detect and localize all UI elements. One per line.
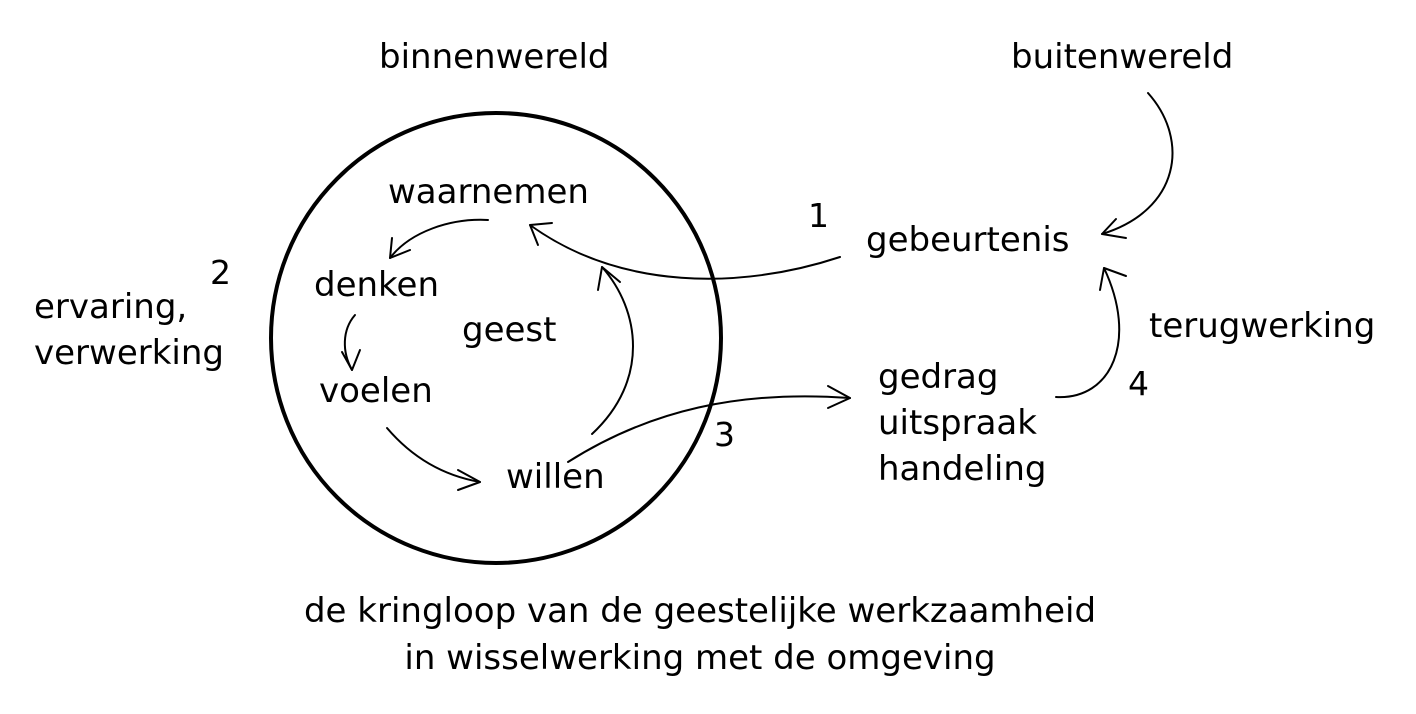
label-verwerking: verwerking (34, 333, 224, 373)
label-gebeurtenis: gebeurtenis (866, 220, 1070, 260)
caption-line-1: de kringloop van de geestelijke werkzaam… (304, 591, 1096, 631)
arrow-gedrag-to-gebeurtenis (1055, 267, 1127, 399)
label-voelen: voelen (319, 371, 433, 411)
step-number-1: 1 (808, 196, 829, 235)
arrow-voelen-to-willen (386, 427, 481, 491)
arrow-willen-to-gedrag (567, 385, 851, 463)
label-willen: willen (506, 457, 605, 497)
step-number-3: 3 (714, 415, 735, 454)
arrow-gebeurtenis-to-waarnemen (529, 222, 841, 280)
arrow-denken-to-voelen (341, 314, 361, 371)
arrow-waarnemen-to-denken (389, 218, 489, 259)
label-ervaring: ervaring, (34, 287, 187, 327)
mind-circle (269, 111, 723, 565)
arrow-buitenwereld-to-gebeurtenis (1101, 92, 1174, 239)
label-geest: geest (462, 310, 556, 350)
step-number-4: 4 (1128, 364, 1149, 403)
label-binnenwereld: binnenwereld (379, 37, 610, 77)
label-denken: denken (314, 265, 439, 305)
label-terugwerking: terugwerking (1149, 306, 1375, 346)
label-buitenwereld: buitenwereld (1011, 37, 1233, 77)
caption-line-2: in wisselwerking met de omgeving (404, 638, 995, 678)
arrow-willen-to-waarnemen (591, 266, 634, 435)
label-waarnemen: waarnemen (388, 172, 589, 212)
label-handeling: handeling (878, 449, 1046, 489)
label-gedrag: gedrag (878, 357, 998, 397)
step-number-2: 2 (210, 253, 231, 292)
label-uitspraak: uitspraak (878, 403, 1037, 443)
